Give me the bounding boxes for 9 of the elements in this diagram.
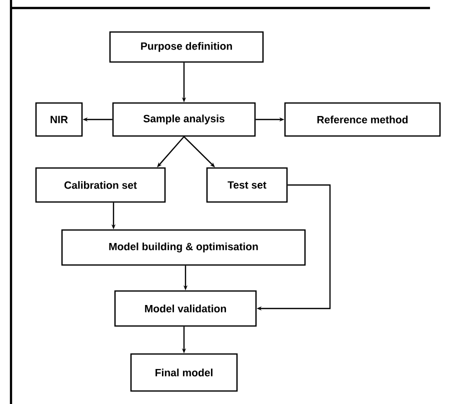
process-box: Final model [130,353,238,392]
process-box: NIR [35,102,83,137]
process-box: Calibration set [35,167,166,203]
process-box: Purpose definition [109,31,264,63]
process-box: Test set [206,167,288,203]
process-box: Model validation [114,290,257,327]
process-box: Sample analysis [112,102,256,137]
process-box: Reference method [284,102,441,137]
process-box: Model building & optimisation [61,229,306,266]
